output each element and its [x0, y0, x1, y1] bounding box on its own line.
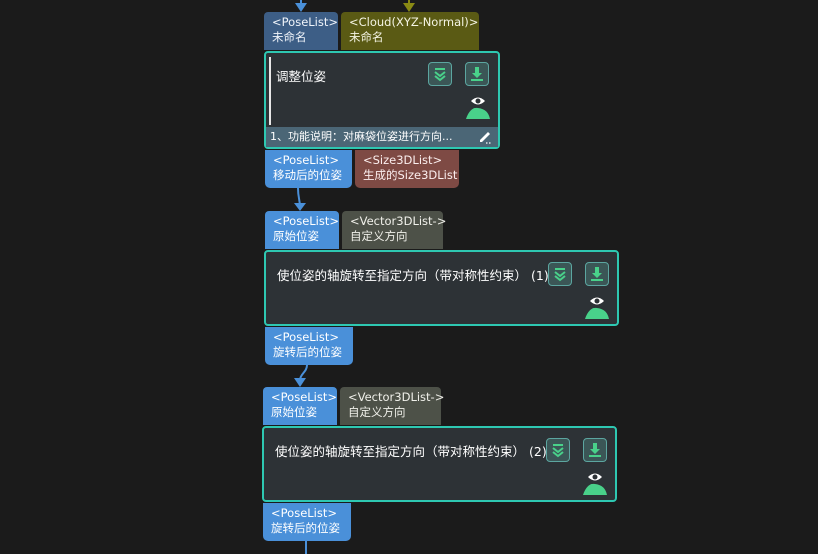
node-title: 使位姿的轴旋转至指定方向（带对称性约束） (1): [277, 265, 549, 284]
port-type: <PoseList>: [272, 15, 339, 29]
node-title: 使位姿的轴旋转至指定方向（带对称性约束） (2): [275, 441, 547, 460]
collapse-button[interactable]: [428, 62, 452, 86]
node-adjust-pose[interactable]: 调整位姿 1、功能说明：对麻袋位姿进行方向...: [264, 51, 500, 149]
port-type: <PoseList>: [273, 214, 340, 228]
visualize-icon[interactable]: [583, 294, 611, 324]
download-arrow-icon: [471, 67, 483, 81]
port-name: 旋转后的位姿: [271, 521, 340, 535]
node3-input-pose[interactable]: <PoseList> 原始位姿: [263, 387, 337, 425]
collapse-button[interactable]: [548, 262, 572, 286]
visualize-icon[interactable]: [581, 470, 609, 500]
node-title: 调整位姿: [276, 69, 327, 84]
double-chevron-down-icon: [554, 268, 566, 282]
port-name: 自定义方向: [350, 229, 408, 243]
description-text: 1、功能说明：对麻袋位姿进行方向...: [270, 130, 453, 143]
node2-input-pose[interactable]: <PoseList> 原始位姿: [265, 211, 339, 249]
port-name: 生成的Size3DList: [363, 168, 458, 182]
node1-input-cloud[interactable]: <Cloud(XYZ-Normal)> 未命名: [341, 12, 479, 50]
port-name: 自定义方向: [348, 405, 406, 419]
download-arrow-icon: [589, 443, 601, 457]
node-rotate-axis-1[interactable]: 使位姿的轴旋转至指定方向（带对称性约束） (1): [264, 250, 619, 326]
download-button[interactable]: [585, 262, 609, 286]
port-name: 未命名: [349, 30, 384, 44]
pencil-icon[interactable]: [478, 130, 492, 144]
port-type: <Cloud(XYZ-Normal)>: [349, 15, 479, 29]
double-chevron-down-icon: [434, 68, 446, 82]
port-name: 原始位姿: [273, 229, 319, 243]
port-type: <PoseList>: [271, 506, 338, 520]
node-edge-marker: [269, 57, 271, 125]
node2-input-vector[interactable]: <Vector3DList-> 自定义方向: [342, 211, 447, 249]
port-type: <Size3DList>: [363, 153, 443, 167]
double-chevron-down-icon: [552, 444, 564, 458]
node2-output-pose[interactable]: <PoseList> 旋转后的位姿: [265, 327, 353, 365]
port-type: <PoseList>: [273, 153, 340, 167]
node3-input-vector[interactable]: <Vector3DList-> 自定义方向: [340, 387, 445, 425]
node-rotate-axis-2[interactable]: 使位姿的轴旋转至指定方向（带对称性约束） (2): [262, 426, 617, 502]
node3-output-pose[interactable]: <PoseList> 旋转后的位姿: [263, 503, 351, 541]
port-type: <Vector3DList->: [348, 390, 445, 404]
download-button[interactable]: [583, 438, 607, 462]
node-title-text: 使位姿的轴旋转至指定方向（带对称性约束）: [275, 444, 526, 459]
port-name: 移动后的位姿: [273, 168, 342, 182]
download-arrow-icon: [591, 267, 603, 281]
port-type: <Vector3DList->: [350, 214, 447, 228]
node-title-text: 使位姿的轴旋转至指定方向（带对称性约束）: [277, 268, 528, 283]
download-button[interactable]: [465, 62, 489, 86]
port-type: <PoseList>: [271, 390, 338, 404]
node1-output-pose[interactable]: <PoseList> 移动后的位姿: [265, 150, 352, 188]
node1-output-size3d[interactable]: <Size3DList> 生成的Size3DList: [355, 150, 459, 188]
node1-input-pose[interactable]: <PoseList> 未命名: [264, 12, 338, 50]
port-name: 原始位姿: [271, 405, 317, 419]
port-name: 旋转后的位姿: [273, 345, 342, 359]
node-index: (2): [529, 444, 547, 459]
collapse-button[interactable]: [546, 438, 570, 462]
port-type: <PoseList>: [273, 330, 340, 344]
node-index: (1): [531, 268, 549, 283]
visualize-icon[interactable]: [464, 94, 492, 124]
node-description[interactable]: 1、功能说明：对麻袋位姿进行方向...: [266, 127, 498, 147]
port-name: 未命名: [272, 30, 307, 44]
